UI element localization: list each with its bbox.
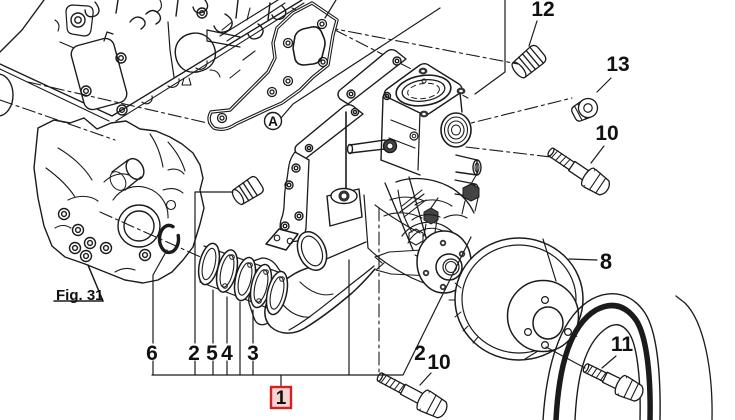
svg-text:2: 2 [188,342,200,365]
svg-text:10: 10 [595,122,618,145]
svg-text:1: 1 [276,388,287,409]
svg-text:2: 2 [414,342,426,365]
svg-text:12: 12 [531,0,554,21]
svg-text:6: 6 [146,342,158,365]
svg-text:11: 11 [611,333,634,356]
svg-text:Fig. 31: Fig. 31 [56,287,104,304]
svg-text:3: 3 [247,342,259,365]
svg-text:4: 4 [221,342,233,365]
svg-text:5: 5 [206,342,218,365]
svg-text:A: A [268,114,278,129]
svg-text:10: 10 [427,351,450,374]
svg-text:13: 13 [606,53,629,76]
svg-text:8: 8 [600,249,612,274]
